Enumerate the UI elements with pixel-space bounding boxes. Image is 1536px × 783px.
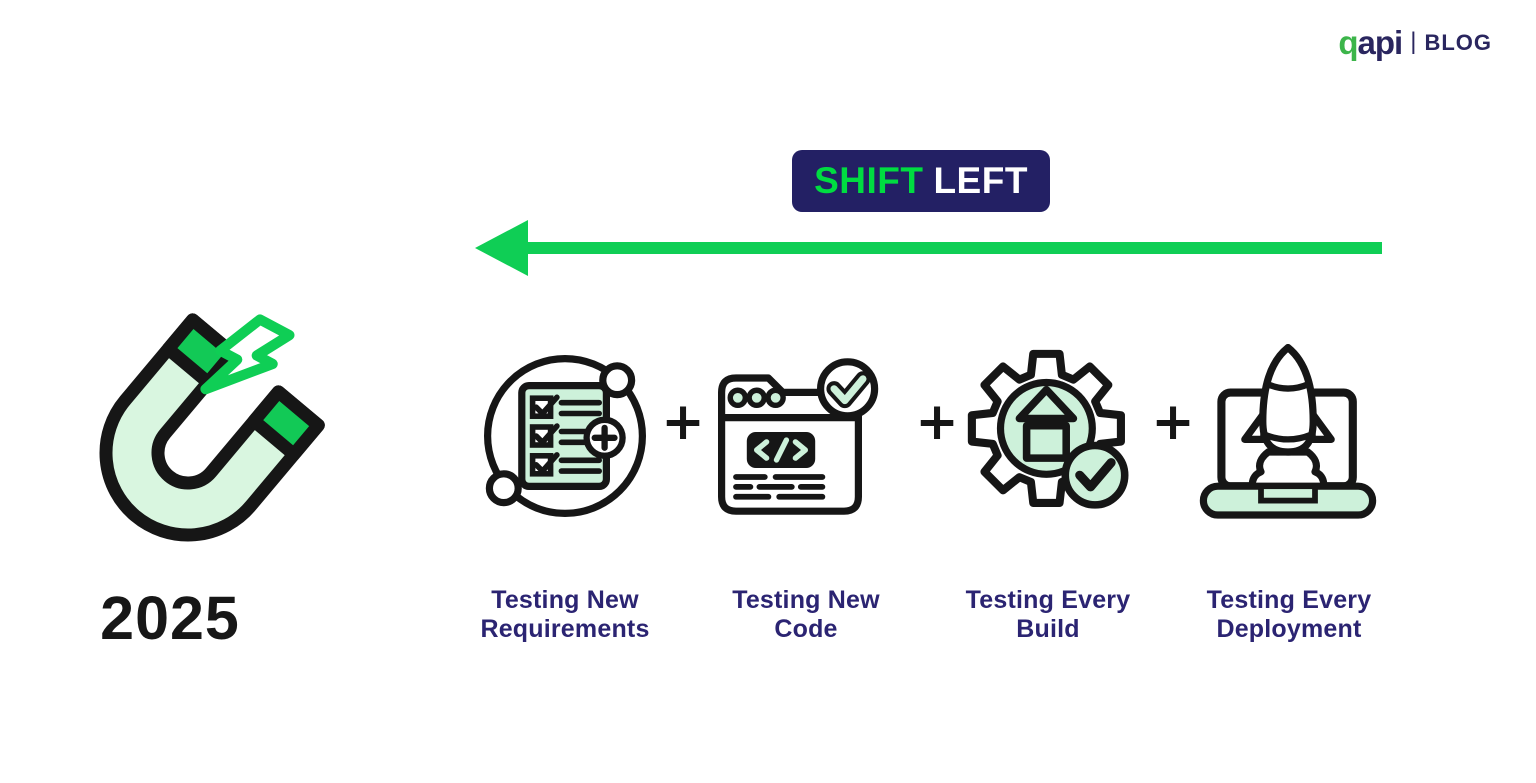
- logo-separator: |: [1410, 27, 1417, 55]
- gear-build-check-icon: [967, 349, 1129, 509]
- laptop-base: [1199, 482, 1377, 519]
- shift-left-badge: SHIFT LEFT: [792, 150, 1050, 212]
- brand-letter-green: q: [1338, 24, 1358, 61]
- text-lines: [733, 474, 826, 500]
- rocket-icon: [1241, 344, 1335, 509]
- orbit-node-icon: [599, 362, 636, 399]
- shift-word: SHIFT: [814, 160, 924, 201]
- lightning-bolt-icon: [200, 314, 295, 395]
- check-badge-icon: [817, 358, 879, 420]
- code-glyph-icon: [754, 437, 808, 463]
- brand-wordmark: qapi: [1338, 24, 1404, 61]
- browser-code-check-icon: [718, 358, 879, 515]
- magnet-body: [99, 313, 325, 542]
- build-house-icon: [1015, 385, 1078, 462]
- step-label-build: Testing Every Build: [965, 586, 1131, 643]
- brand-letters-navy: api: [1357, 24, 1404, 61]
- magnet-with-lightning-icon: [99, 313, 325, 542]
- browser-dots: [727, 387, 786, 409]
- add-badge-icon: [583, 416, 626, 459]
- laptop-rocket-launch-icon: [1199, 344, 1377, 519]
- check-badge-icon: [1061, 441, 1129, 509]
- step-label-requirements: Testing New Requirements: [480, 586, 650, 643]
- plus-separator: +: [661, 392, 705, 452]
- step-label-code: Testing New Code: [732, 586, 880, 643]
- left-word: LEFT: [933, 160, 1028, 201]
- plus-separator: +: [1151, 392, 1195, 452]
- plus-separator: +: [915, 392, 959, 452]
- blog-label: BLOG: [1424, 29, 1492, 55]
- brand-logo: qapi | BLOG: [1338, 26, 1492, 59]
- left-arrow-icon: [475, 220, 1382, 276]
- requirements-checklist-icon: [484, 355, 646, 517]
- orbit-node-icon: [485, 470, 522, 507]
- step-label-deployment: Testing Every Deployment: [1206, 586, 1372, 643]
- year-label: 2025: [100, 584, 240, 652]
